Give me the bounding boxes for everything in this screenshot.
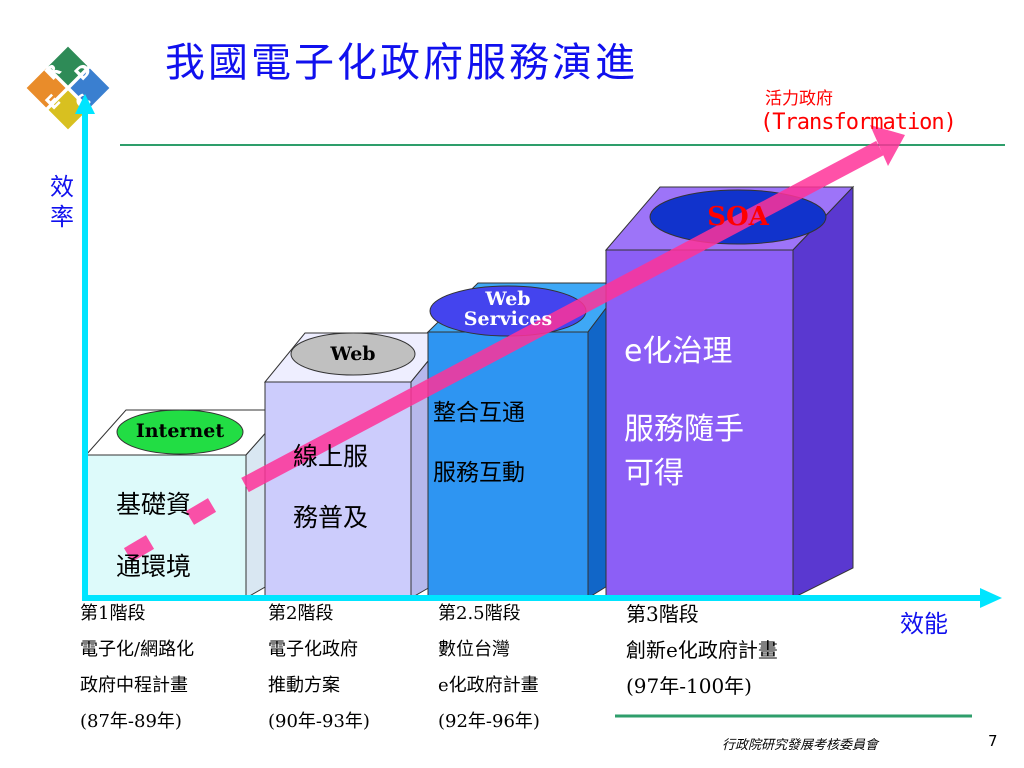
- tag-web-services-2: Services: [463, 308, 553, 330]
- growth-arrow: [123, 125, 905, 562]
- block-4-text-line-1: e化治理: [624, 334, 733, 369]
- footer-org: 行政院研究發展考核委員會: [722, 738, 879, 753]
- stage-2-line-3: 推動方案: [268, 675, 340, 696]
- stage-2-line-4: (90年-93年): [268, 711, 370, 732]
- block-4-text-line-3: 可得: [624, 456, 684, 491]
- stage-2-5-line-1: 第2.5階段: [438, 603, 521, 624]
- block-3-text-line-1: 整合互通: [433, 400, 525, 426]
- block-2-text-line-2: 務普及: [293, 503, 369, 532]
- block-2-text-line-1: 線上服: [293, 442, 369, 471]
- stage-2-line-2: 電子化政府: [268, 639, 358, 660]
- block-1-text-line-2: 通環境: [116, 552, 192, 581]
- stage-2-5-line-3: e化政府計畫: [438, 675, 539, 696]
- x-axis-label: 效能: [900, 610, 948, 638]
- stage-2-5-line-2: 數位台灣: [438, 639, 510, 660]
- stage-1-line-4: (87年-89年): [80, 711, 182, 732]
- stage-2-5-line-4: (92年-96年): [438, 711, 540, 732]
- stage-3-line-1: 第3階段: [626, 602, 699, 626]
- stage-1-line-2: 電子化/網路化: [80, 639, 195, 660]
- block-4: [604, 185, 855, 599]
- stage-3-line-2: 創新e化政府計畫: [626, 638, 778, 662]
- block-3-text-line-2: 服務互動: [433, 460, 525, 486]
- tag-web: Web: [330, 343, 376, 365]
- block-4-text-line-2: 服務隨手: [624, 412, 744, 447]
- y-axis-label: 效率: [50, 173, 74, 231]
- x-axis: [82, 588, 1002, 608]
- rdec-logo: R D E C: [24, 44, 112, 132]
- stage-1-line-3: 政府中程計畫: [80, 675, 188, 696]
- stage-3: 第3階段 創新e化政府計畫 (97年-100年): [626, 596, 778, 704]
- stage-2-5: 第2.5階段 數位台灣 e化政府計畫 (92年-96年): [438, 596, 540, 740]
- stage-2: 第2階段 電子化政府 推動方案 (90年-93年): [268, 596, 370, 740]
- tag-ellipse-internet: [116, 409, 244, 455]
- stage-1: 第1階段 電子化/網路化 政府中程計畫 (87年-89年): [80, 596, 194, 740]
- arrow-label-zh: 活力政府: [765, 89, 833, 109]
- tag-ellipse-web: [290, 332, 416, 376]
- stage-3-line-3: (97年-100年): [626, 674, 752, 698]
- stage-2-line-1: 第2階段: [268, 603, 334, 624]
- page-title: 我國電子化政府服務演進: [165, 40, 638, 86]
- arrow-label-en: (Transformation): [760, 110, 957, 135]
- tag-internet: Internet: [135, 420, 225, 442]
- y-axis: [75, 94, 95, 598]
- tag-web-services-1: Web: [485, 288, 531, 310]
- block-1-text-line-1: 基礎資: [116, 490, 192, 519]
- tag-soa: SOA: [707, 202, 769, 232]
- stage-1-line-1: 第1階段: [80, 603, 146, 624]
- page-number: 7: [988, 732, 998, 750]
